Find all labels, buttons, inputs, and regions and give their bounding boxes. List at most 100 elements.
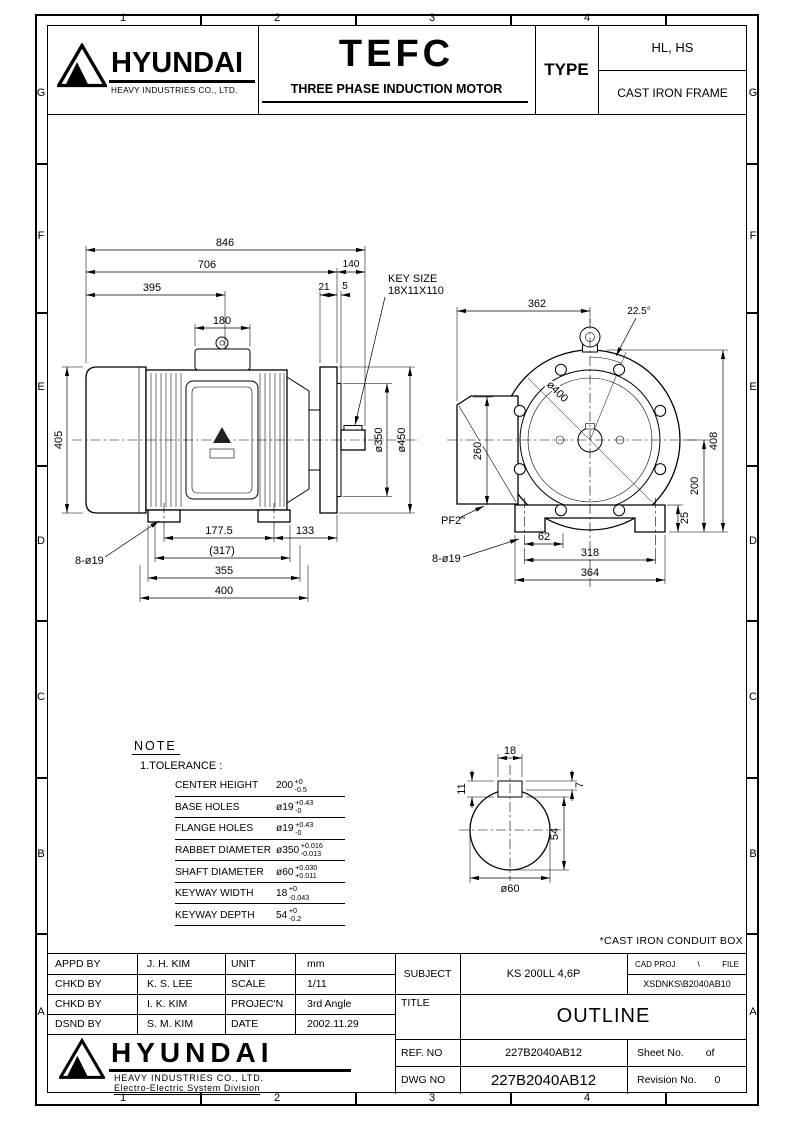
subject-label: SUBJECT [403, 968, 452, 980]
revision-value: 0 [714, 1074, 721, 1086]
type-label: TYPE [544, 60, 589, 79]
scale-value: 1/11 [307, 978, 327, 990]
unit-value: mm [307, 958, 325, 970]
zone-tick [510, 1093, 512, 1105]
zone-letter: C [37, 691, 45, 703]
dim-d450: ø450 [396, 427, 408, 452]
note-section: NOTE 1.TOLERANCE : CENTER HEIGHT 200+0-0… [130, 737, 352, 926]
dim-7: 7 [574, 782, 586, 788]
zone-tick [747, 620, 759, 622]
dim-5: 5 [342, 281, 348, 292]
dim-18: 18 [504, 745, 516, 757]
title-label: TITLE [401, 997, 430, 1009]
cad-divider: \ [697, 959, 700, 969]
chkd-by-name: K. S. LEE [147, 978, 193, 990]
dim-base-holes: 8-ø19 [75, 555, 104, 567]
revision-label: Revision No. [637, 1074, 697, 1086]
dim-405: 405 [53, 431, 65, 449]
zone-tick [747, 777, 759, 779]
dim-25: 25 [679, 512, 691, 524]
zone-tick [747, 933, 759, 935]
conduit-box-footnote: *CAST IRON CONDUIT BOX [599, 935, 743, 947]
zone-tick [665, 1093, 667, 1105]
zone-number: 3 [428, 1092, 436, 1104]
revision-cell: Revision No. 0 [627, 1066, 747, 1094]
hyundai-logo-icon [59, 1038, 105, 1079]
angle-leader [615, 317, 637, 357]
conduit-box [456, 395, 519, 505]
projection-label: PROJEC'N [231, 998, 284, 1010]
file-label: FILE [722, 959, 739, 969]
footer-brand-caption-2: Electro-Electric System Division [114, 1083, 261, 1095]
dim-180: 180 [213, 315, 231, 327]
dim-11: 11 [456, 783, 468, 794]
zone-number: 2 [273, 1092, 281, 1104]
tolerance-heading: 1.TOLERANCE : [140, 760, 223, 772]
dim-317: (317) [209, 545, 235, 557]
nameplate [209, 448, 235, 459]
appd-by-label: APPD BY [55, 958, 101, 970]
drawing-title: OUTLINE [556, 1005, 651, 1027]
mounting-base [514, 504, 666, 533]
zone-tick [35, 465, 47, 467]
zone-tick [747, 465, 759, 467]
dim-846: 846 [216, 237, 234, 249]
zone-tick [35, 163, 47, 165]
dsnd-by-name: S. M. KIM [147, 1018, 194, 1030]
tolerance-row: KEYWAY DEPTH 54+0-0.2 [175, 904, 345, 926]
zone-number: 3 [428, 12, 436, 24]
zone-letter: G [748, 87, 758, 99]
tolerance-row: KEYWAY WIDTH 18+0-0.043 [175, 883, 345, 905]
dsnd-by-label: DSND BY [55, 1018, 102, 1030]
zone-tick [665, 14, 667, 25]
dim-362: 362 [528, 298, 546, 310]
zone-tick [35, 777, 47, 779]
type-value-2: CAST IRON FRAME [617, 85, 728, 100]
shaft-key [343, 425, 363, 431]
zone-tick [35, 933, 47, 935]
dim-395: 395 [143, 282, 161, 294]
front-view-motor [456, 326, 681, 533]
date-label: DATE [231, 1018, 259, 1030]
dim-200: 200 [689, 477, 701, 495]
side-extension-lines [62, 246, 415, 602]
tolerance-row: CENTER HEIGHT 200+0-0.5 [175, 775, 345, 797]
dim-angle: 22.5° [627, 306, 650, 317]
side-view-motor [85, 336, 366, 523]
tolerance-row: RABBET DIAMETER ø350+0.016-0.013 [175, 840, 345, 862]
zone-letter: E [749, 381, 757, 393]
product-caption: THREE PHASE INDUCTION MOTOR [290, 82, 503, 96]
base-holes-leader [104, 520, 160, 558]
dim-133: 133 [296, 525, 314, 537]
cad-proj-file-header: CAD PROJ \ FILE [627, 954, 747, 974]
lifting-eye [215, 336, 229, 350]
zone-number: 4 [583, 12, 591, 24]
note-title: NOTE [132, 739, 180, 755]
header-brand-caption: HEAVY INDUSTRIES CO., LTD. [111, 85, 238, 95]
footer-brand: HYUNDAI [111, 1037, 274, 1068]
chkd-by-label: CHKD BY [55, 978, 102, 990]
dim-318: 318 [581, 547, 599, 559]
dim-54: 54 [549, 828, 561, 840]
zone-tick [747, 163, 759, 165]
tolerance-row: FLANGE HOLES ø19+0.43-0 [175, 818, 345, 840]
projection-value: 3rd Angle [307, 998, 352, 1010]
sheet-of-label: of [705, 1046, 715, 1059]
zone-letter: C [749, 691, 757, 703]
dim-62: 62 [538, 531, 550, 543]
dim-21: 21 [318, 282, 330, 293]
zone-number: 1 [119, 1092, 127, 1104]
unit-label: UNIT [231, 958, 256, 970]
dim-364: 364 [581, 567, 599, 579]
dim-d60: ø60 [501, 883, 520, 895]
dwg-no-label: DWG NO [401, 1074, 446, 1086]
cad-proj-label: CAD PROJ [635, 959, 676, 969]
zone-letter: A [749, 1006, 757, 1018]
front-holes-leader [462, 538, 520, 558]
brand-underline [109, 80, 255, 83]
key-size-leader [354, 296, 386, 426]
dwg-no-value: 227B2040AB12 [490, 1071, 597, 1089]
sheet-header: HYUNDAI HEAVY INDUSTRIES CO., LTD. TEFC … [47, 25, 747, 115]
zone-tick [35, 312, 47, 314]
